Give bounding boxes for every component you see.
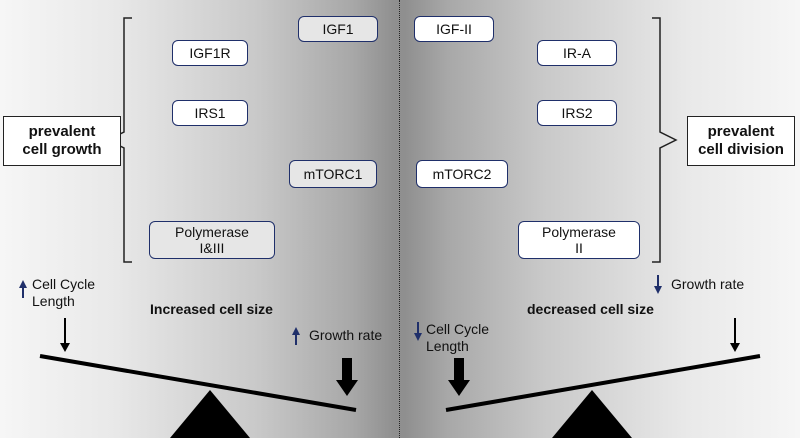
right-thin-down-arrow xyxy=(730,318,740,352)
cell-cycle-up-arrow xyxy=(19,280,27,298)
polymerase-i-iii-box: Polymerase I&III xyxy=(149,221,275,259)
prevalent-cell-division-label: prevalent cell division xyxy=(687,116,795,166)
cell-cycle-down-arrow xyxy=(414,322,422,341)
right-thick-down-arrow xyxy=(448,358,470,396)
igf-ii-box: IGF-II xyxy=(414,16,494,42)
right-balance-beam xyxy=(445,354,761,412)
right-growth-rate-text: Growth rate xyxy=(671,276,745,292)
decreased-cell-size-text: decreased cell size xyxy=(527,301,654,317)
mtorc2-box: mTORC2 xyxy=(416,160,508,188)
increased-cell-size-text: Increased cell size xyxy=(150,301,273,317)
growth-rate-up-arrow xyxy=(292,327,300,345)
mtorc1-box: mTORC1 xyxy=(289,160,377,188)
ir-a-box: IR-A xyxy=(537,40,617,66)
growth-rate-down-arrow xyxy=(654,275,662,294)
left-thick-down-arrow xyxy=(336,358,358,396)
right-fulcrum xyxy=(552,390,632,438)
igf1-box: IGF1 xyxy=(298,16,378,42)
left-balance-beam xyxy=(39,354,357,412)
igf1r-box: IGF1R xyxy=(172,40,248,66)
polymerase-ii-box: Polymerase II xyxy=(518,221,640,259)
right-bracket xyxy=(652,17,678,263)
center-divider xyxy=(399,0,400,438)
irs1-box: IRS1 xyxy=(172,100,248,126)
left-thin-down-arrow xyxy=(60,318,70,352)
left-fulcrum xyxy=(170,390,250,438)
left-growth-rate-text: Growth rate xyxy=(309,327,383,343)
prevalent-cell-growth-label: prevalent cell growth xyxy=(3,116,121,166)
left-cell-cycle-length-text: Cell Cycle Length xyxy=(32,276,96,309)
irs2-box: IRS2 xyxy=(537,100,617,126)
right-cell-cycle-length-text: Cell Cycle Length xyxy=(426,321,490,354)
